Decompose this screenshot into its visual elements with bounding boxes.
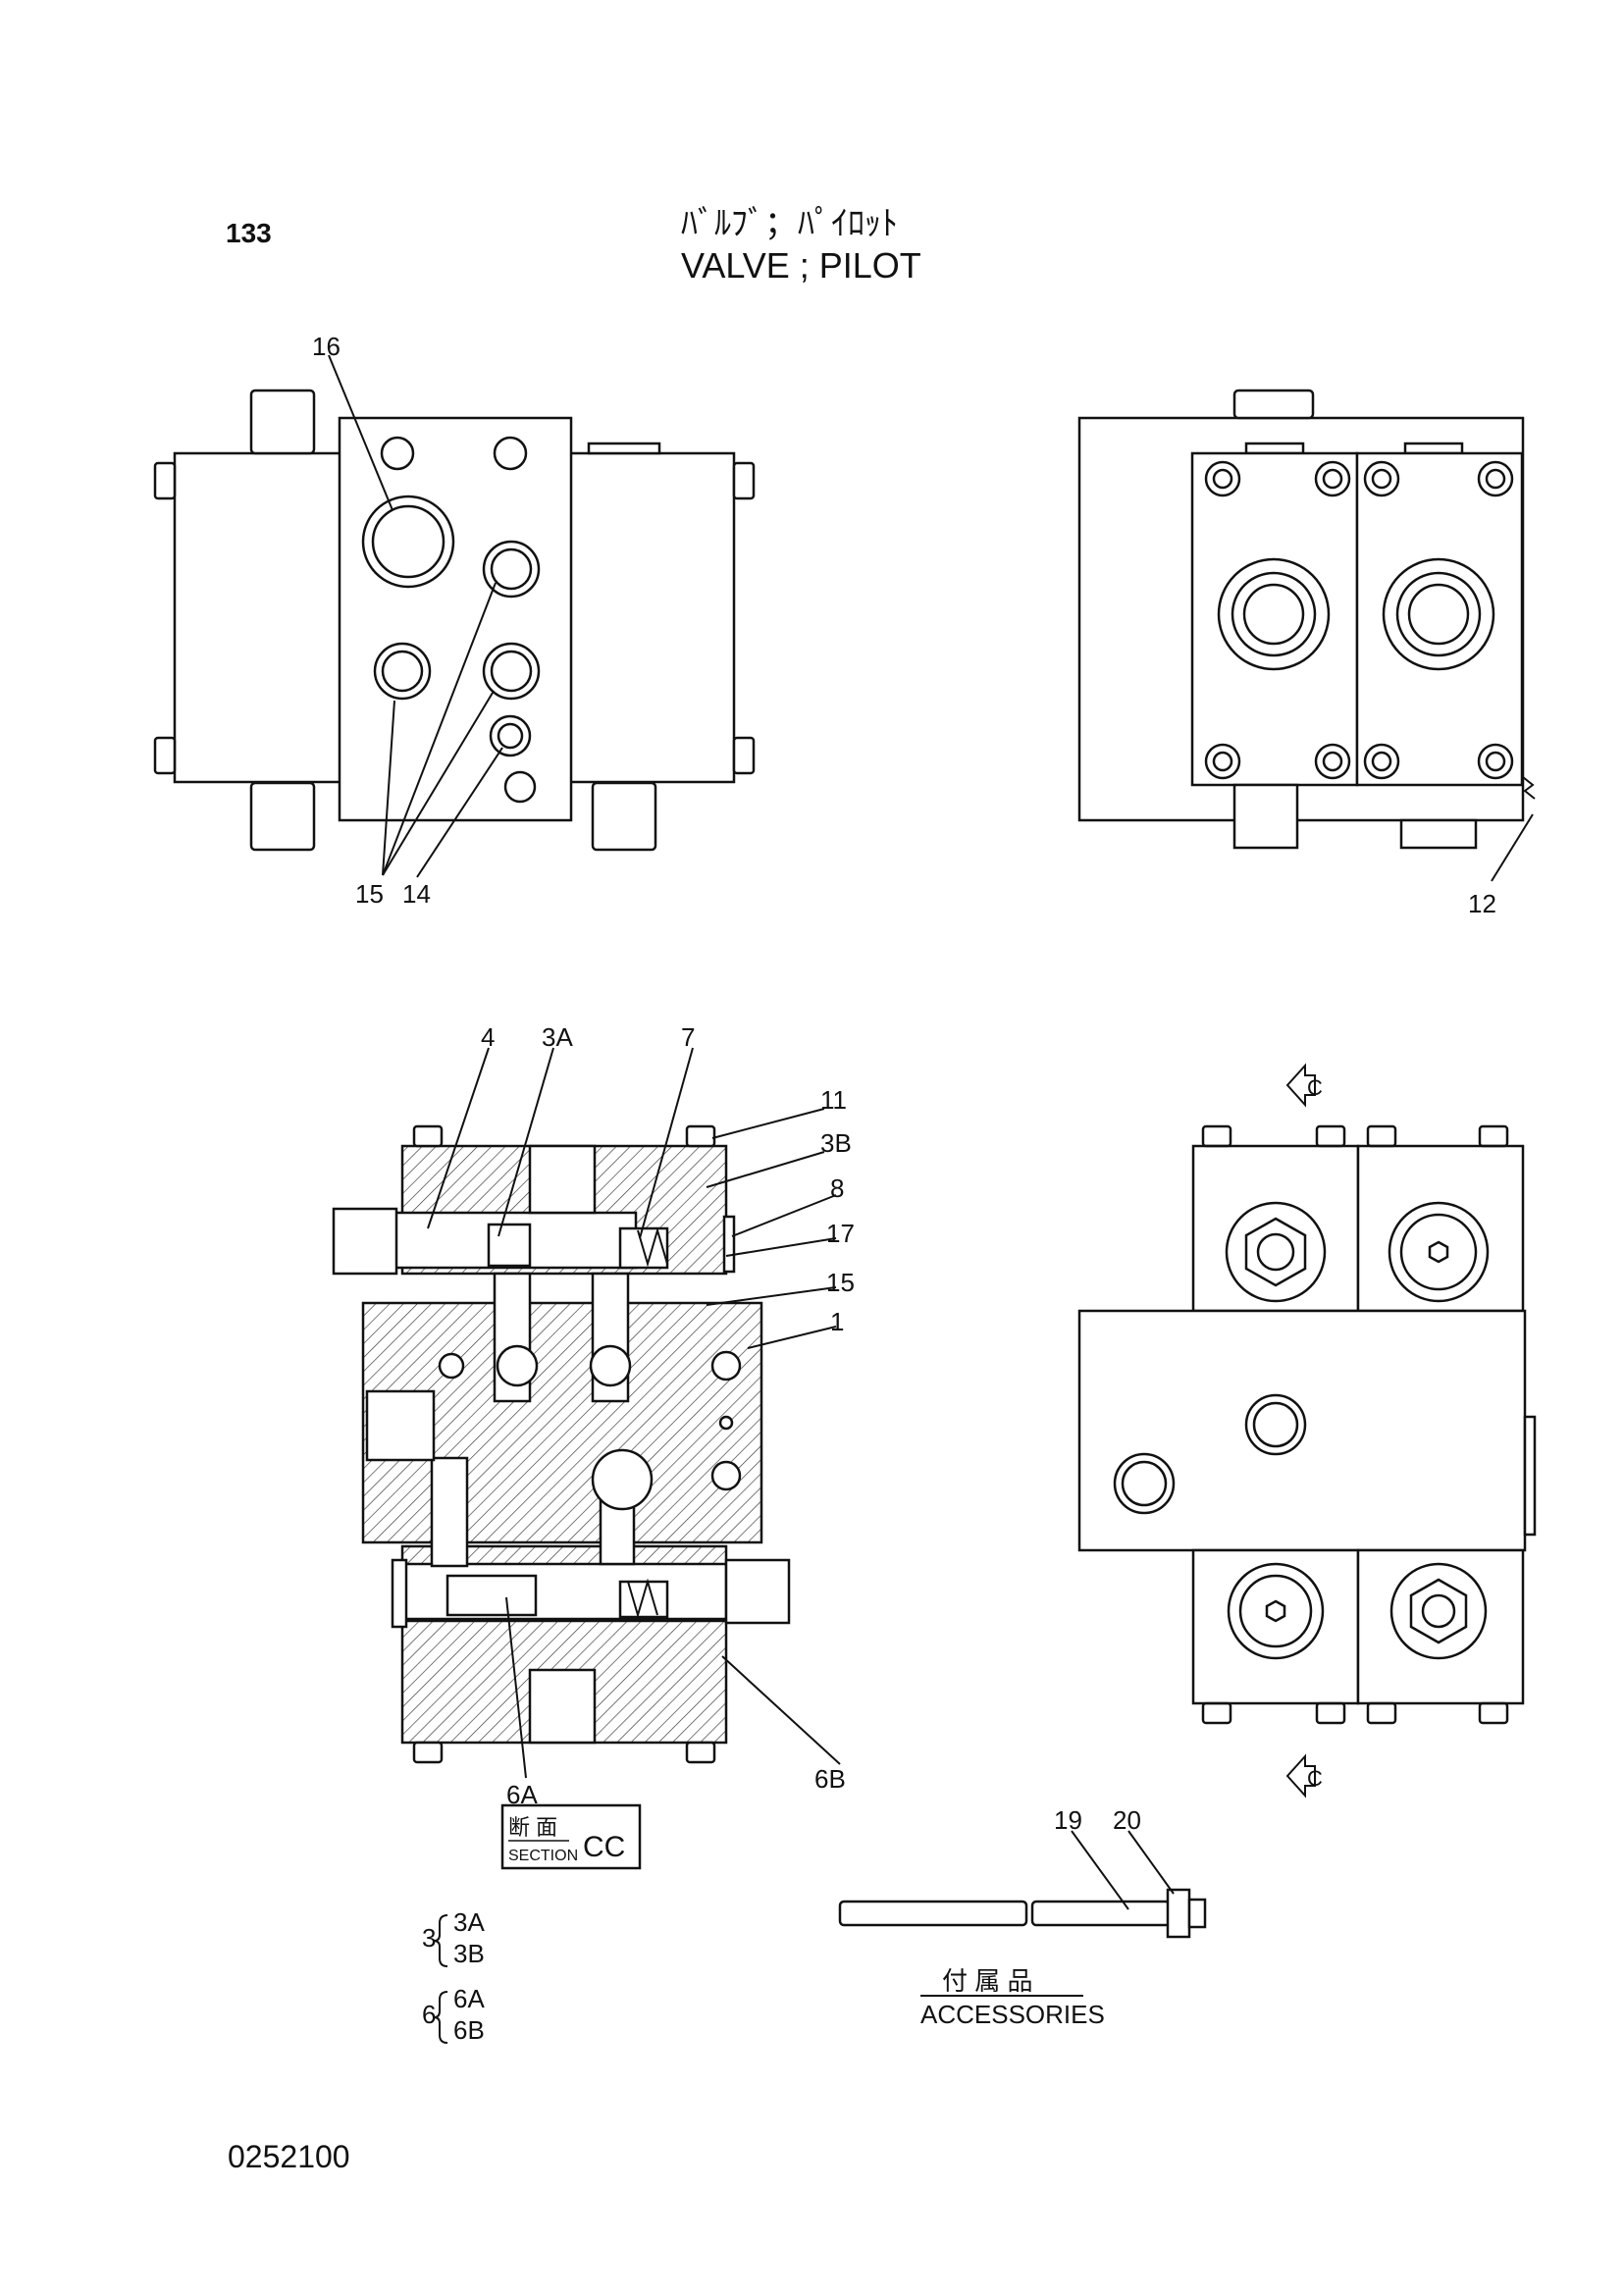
callout-4: 4 [481,1022,495,1052]
legend-6-brace [433,1991,448,2044]
callout-14: 14 [402,879,431,909]
section-label-id: CC [583,1831,625,1863]
callout-1: 1 [830,1307,844,1336]
top-right-view [1077,389,1536,882]
section-label-box [500,1803,642,1870]
section-arrow-label-top: C [1307,1075,1323,1100]
section-arrow-label-bottom: C [1307,1766,1323,1791]
callout-6b: 6B [814,1764,846,1794]
callout-12: 12 [1468,889,1496,918]
callout-19: 19 [1054,1805,1082,1835]
legend-6-number: 6 [422,2000,436,2029]
page-number: 133 [226,218,272,248]
callout-8: 8 [830,1173,844,1203]
legend-3a: 3A [453,1907,485,1937]
legend-6a: 6A [453,1984,485,2013]
accessories-label-en: ACCESSORIES [920,2000,1105,2029]
title-japanese: ﾊﾞﾙﾌﾞ；ﾊﾟｲﾛｯﾄ [681,205,898,242]
callout-17: 17 [826,1219,855,1248]
legend-3-number: 3 [422,1923,436,1953]
callout-11: 11 [820,1085,847,1115]
callout-3a: 3A [542,1022,573,1052]
accessories-label-jp: 付 属 品 [942,1966,1032,1996]
bottom-right-view [1077,1063,1537,1799]
callout-16: 16 [312,332,341,361]
document-code: 0252100 [228,2139,350,2174]
top-left-view [153,354,756,878]
legend-6b: 6B [453,2015,485,2045]
callout-3b: 3B [820,1128,852,1158]
callout-15-top: 15 [355,879,384,909]
callout-20: 20 [1113,1805,1141,1835]
section-cc-view [332,1047,841,1779]
callout-15-section: 15 [826,1268,855,1297]
accessory-bolt [838,1830,1207,1939]
title-english: VALVE ; PILOT [681,245,921,286]
callout-7: 7 [681,1022,695,1052]
legend-3b: 3B [453,1939,485,1968]
legend-3-brace [433,1914,448,1967]
section-label-en: SECTION [508,1848,578,1864]
section-label-jp: 断 面 [508,1815,557,1840]
